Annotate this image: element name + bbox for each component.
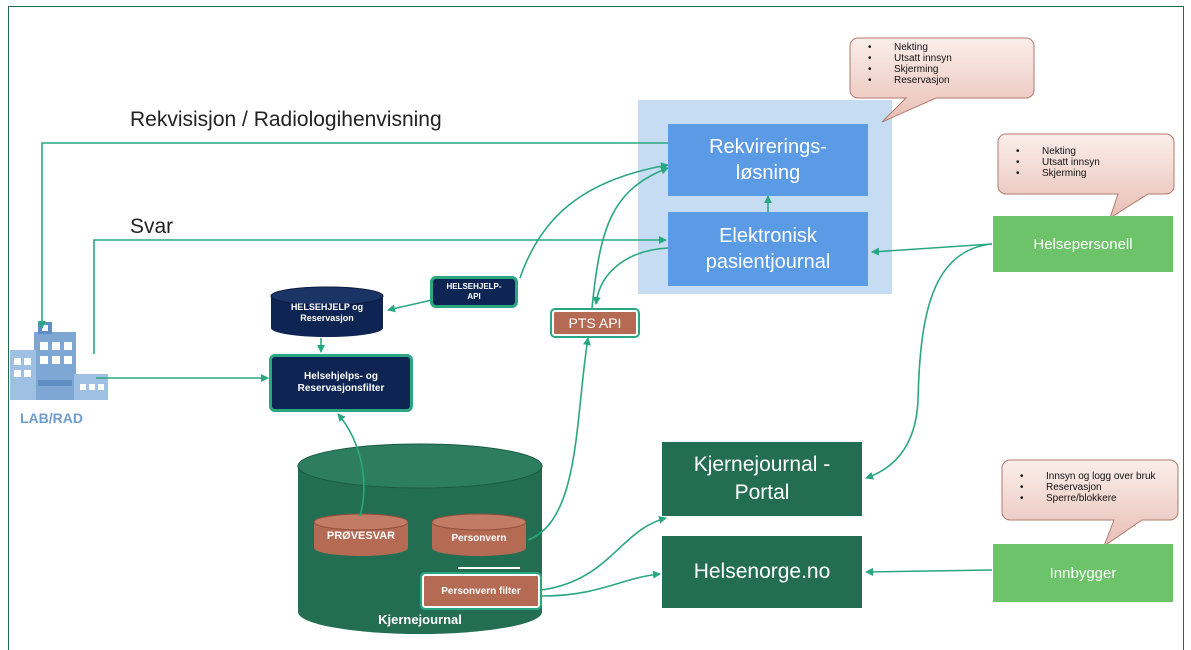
hospital-icon (10, 322, 108, 400)
arrow-helsepersonell-epj (871, 243, 993, 256)
kjernejournal-label: Kjernejournal (378, 612, 462, 627)
diagram-frame (8, 6, 1184, 650)
helsenorge-label: Helsenorge.no (693, 560, 831, 583)
personvern-cylinder (431, 513, 527, 556)
callout-item: Innsyn og logg over bruk (1020, 471, 1155, 482)
innbygger-label: Innbygger (1049, 564, 1117, 582)
callout-top-list: Nekting Utsatt innsyn Skjerming Reservas… (856, 42, 952, 86)
callout-item: Reservasjon (1020, 482, 1156, 493)
label-rekvisisjon: Rekvisisjon / Radiologihenvisning (130, 108, 442, 131)
personvern-filter-label: Personvern filter (441, 585, 521, 597)
filter-label: Helsehjelps- og Reservasjonsfilter (297, 371, 385, 394)
epj-label: Elektronisk pasientjournal (705, 225, 831, 273)
label-lab-rad: LAB/RAD (20, 410, 83, 426)
helsehjelp-api-box: HELSEHJELP-API (430, 276, 518, 308)
helsehjelp-db-label: HELSEHJELP og Reservasjon (290, 302, 364, 323)
connector-arrows (38, 142, 993, 597)
arrow-filter-helsenorge (541, 570, 661, 597)
callout-right-list: Nekting Utsatt innsyn Skjerming (1004, 146, 1100, 179)
helsehjelp-api-label: HELSEHJELP-API (446, 282, 502, 301)
callout-item: Reservasjon (868, 75, 952, 86)
callout-item: Skjerming (1016, 168, 1100, 179)
helsepersonell-box: Helsepersonell (993, 216, 1173, 272)
callout-item: Utsatt innsyn (868, 53, 952, 64)
arrow-pts-rekvirering (591, 166, 669, 309)
arrow-helsepersonell-portal (865, 243, 993, 480)
provesvar-label: PRØVESVAR (326, 530, 396, 542)
arrow-api-rekvirering (519, 162, 669, 279)
rekvirering-label: Rekvirerings-løsning (709, 136, 827, 184)
arrow-innbygger-helsenorge (865, 567, 993, 576)
helsenorge-box: Helsenorge.no (662, 536, 862, 608)
rekvirering-box: Rekvirerings-løsning (668, 124, 868, 196)
personvern-label: Personvern (451, 533, 507, 544)
callout-item: Nekting (868, 42, 952, 53)
arrow-filter-portal (541, 515, 667, 591)
label-svar: Svar (130, 215, 174, 238)
pts-api-box: PTS API (550, 308, 640, 338)
callout-item: Utsatt innsyn (1016, 157, 1100, 168)
helsehjelp-db-cylinder (270, 286, 384, 337)
arrow-rekvisisjon (38, 142, 668, 329)
callout-bottom-list: Innsyn og logg over bruk Reservasjon Spe… (1008, 471, 1156, 504)
arrow-epj-pts (592, 247, 669, 305)
provesvar-cylinder (313, 513, 409, 556)
filter-box: Helsehjelps- og Reservasjonsfilter (269, 354, 413, 412)
callout-item: Sperre/blokkere (1020, 493, 1156, 504)
personvern-filter-box: Personvern filter (420, 572, 542, 610)
innbygger-box: Innbygger (993, 544, 1173, 602)
arrow-personvern-pts (527, 337, 591, 541)
pts-api-label: PTS API (568, 315, 622, 331)
kj-portal-label: Kjernejournal - Portal (693, 453, 831, 504)
callout-item: Nekting (1016, 146, 1100, 157)
helsepersonell-label: Helsepersonell (1033, 235, 1133, 253)
epj-box: Elektronisk pasientjournal (668, 212, 868, 286)
arrow-provesvar-filter (337, 413, 365, 517)
arrow-svar (93, 236, 667, 354)
kj-portal-box: Kjernejournal - Portal (662, 442, 862, 516)
arrow-api-db (387, 299, 433, 313)
callout-item: Skjerming (868, 64, 952, 75)
